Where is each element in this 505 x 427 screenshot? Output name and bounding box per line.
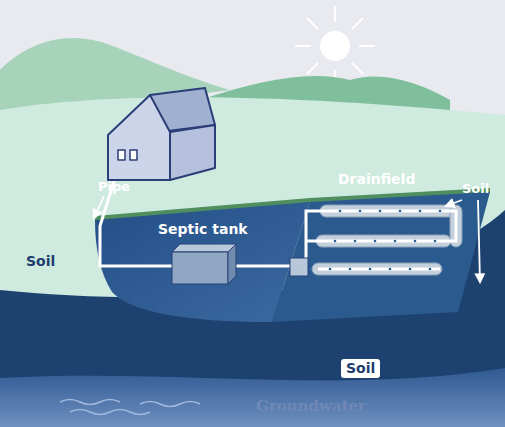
water-flow (60, 400, 200, 415)
distribution-box (290, 258, 308, 276)
tank-label: Septic tank (158, 222, 248, 237)
label-box: Soil (341, 359, 380, 378)
drainfield-label: Drainfield (338, 172, 415, 187)
pipe-label: Pipe (98, 180, 130, 194)
soil-label: Soil (26, 254, 55, 269)
drainfield-bed (272, 192, 490, 322)
soil-label: Soil (462, 182, 489, 196)
outlet-pipe (234, 265, 292, 268)
septic-tank (172, 244, 236, 284)
groundwater-layer (0, 368, 505, 427)
house (108, 88, 215, 180)
trenches (306, 205, 462, 275)
groundwater-label: Groundwater (256, 398, 366, 415)
sun (295, 6, 375, 86)
leader-arrows (94, 196, 480, 282)
box-text: Soil (341, 359, 380, 378)
